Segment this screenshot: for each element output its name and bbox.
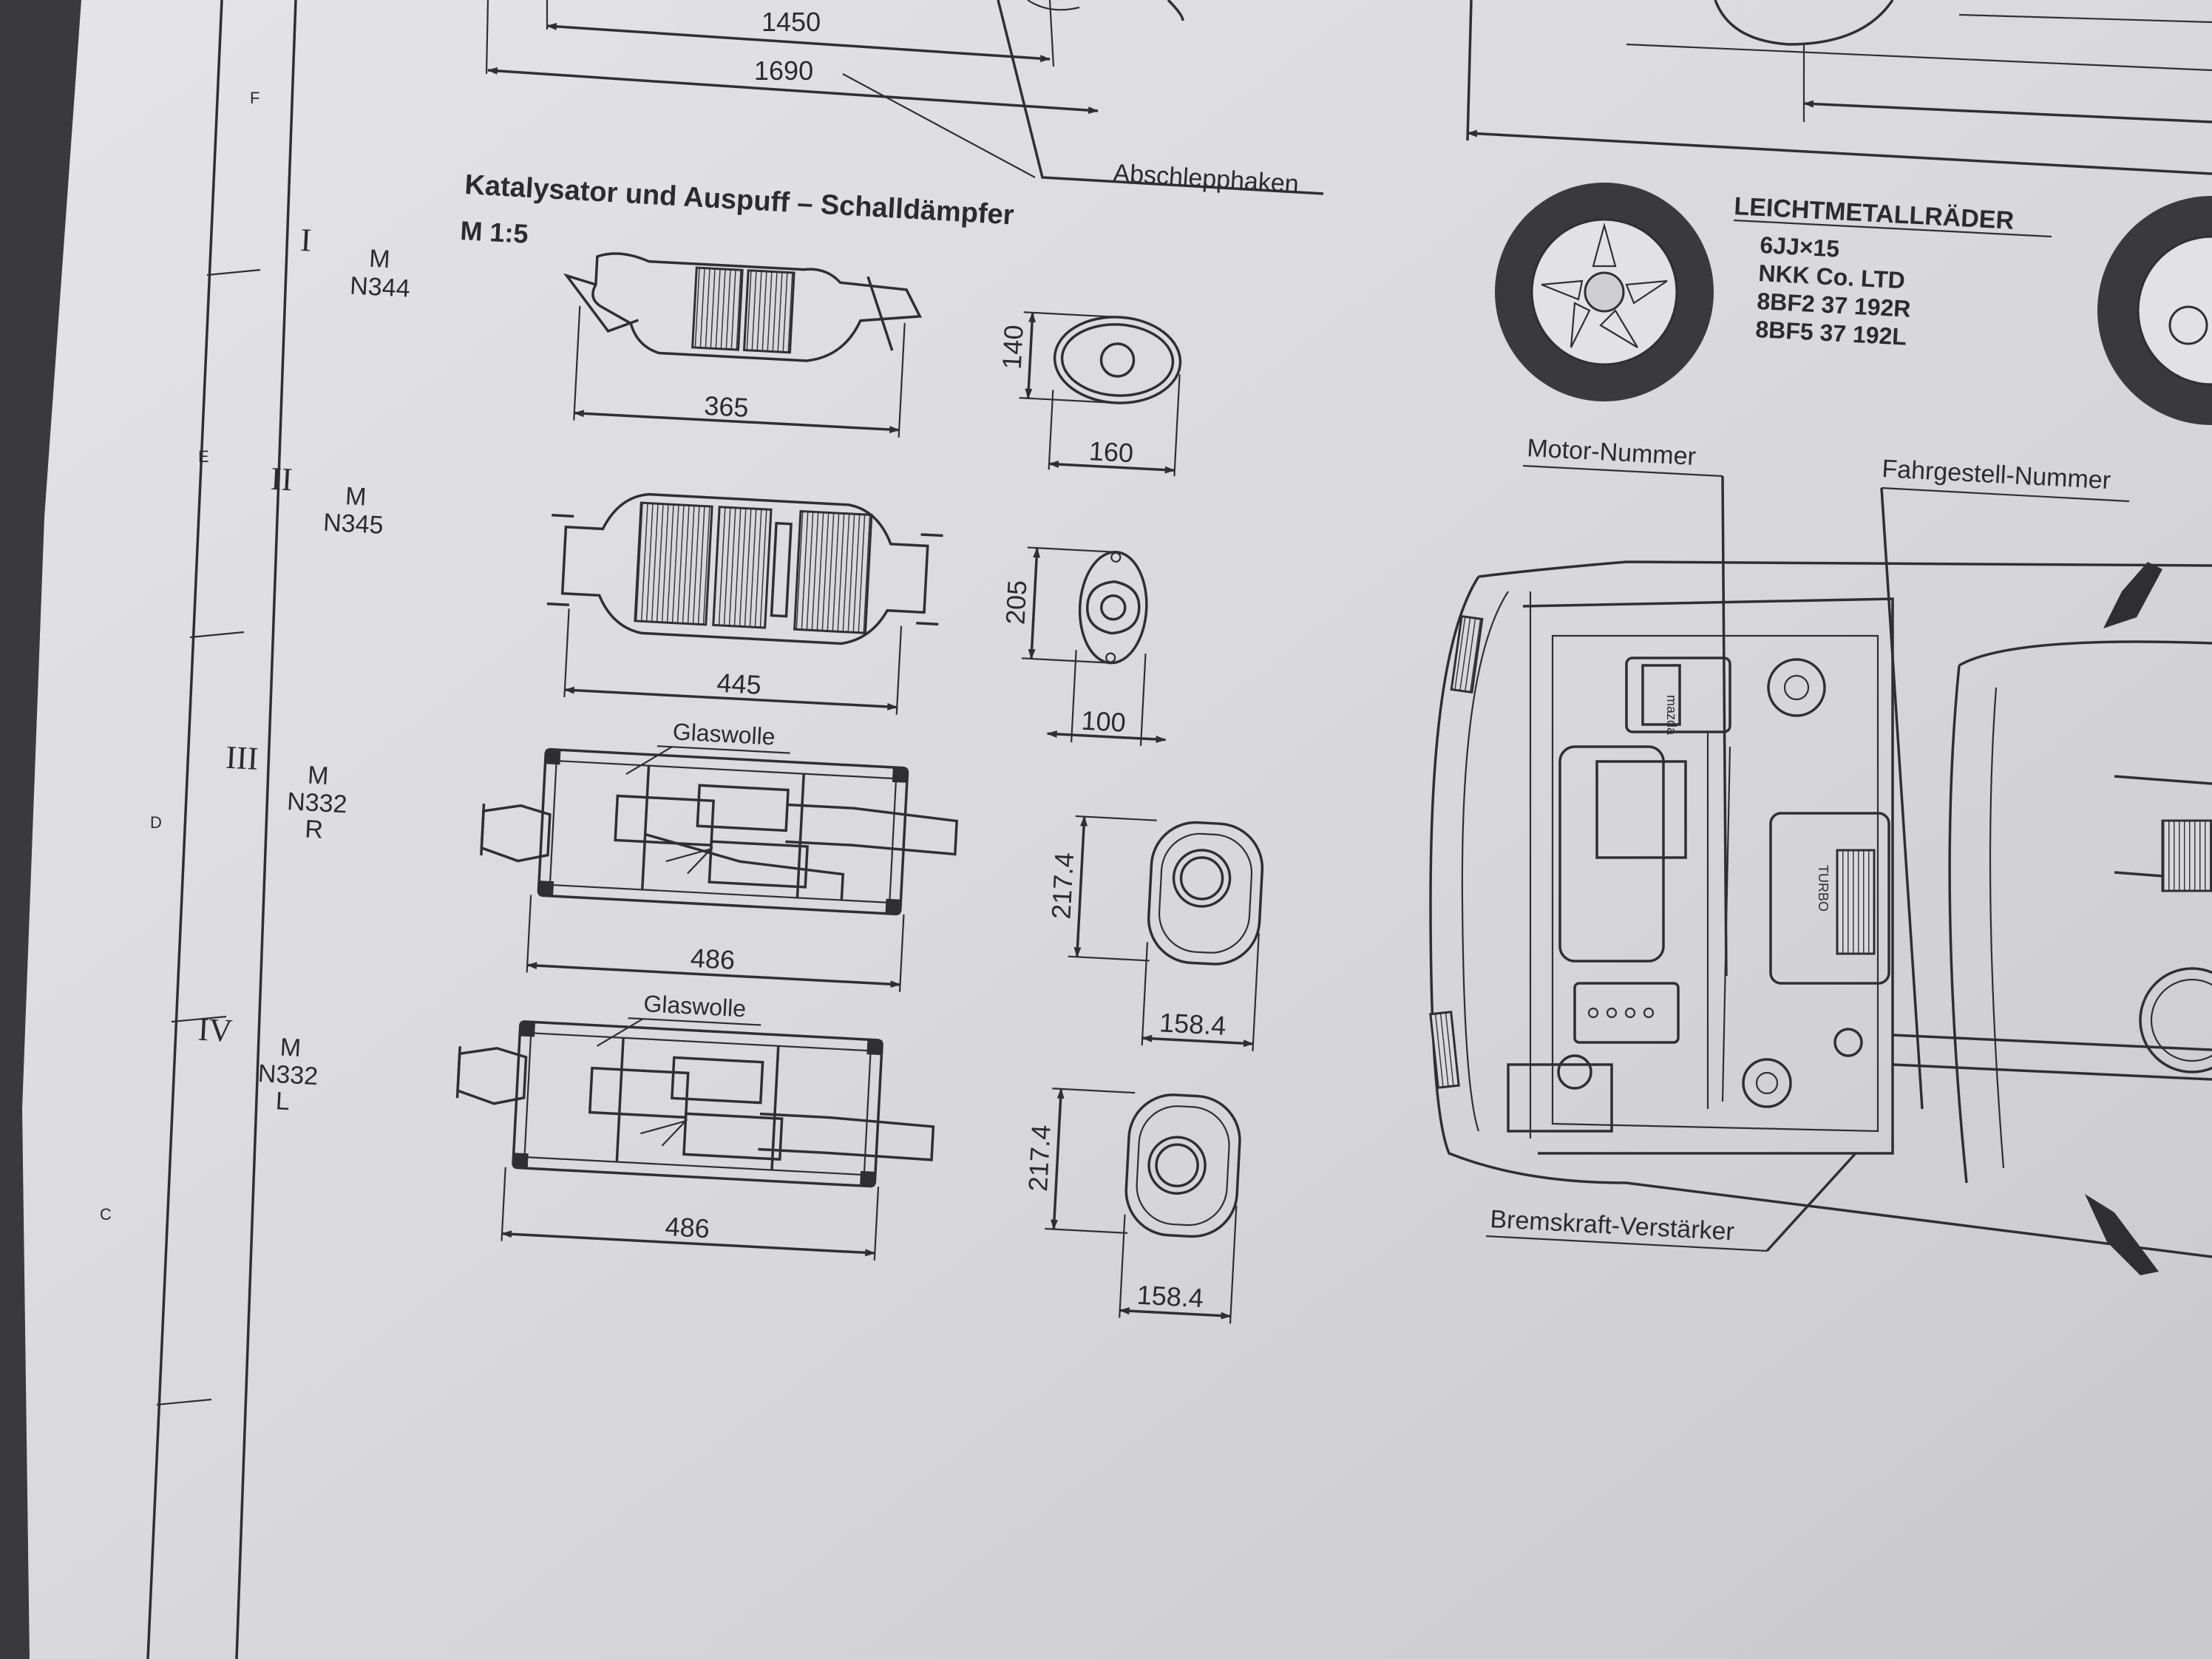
part-3: III M N332 R Glaswolle 486	[225, 718, 1264, 1051]
engine-mark-mazda: mazda	[1664, 695, 1679, 736]
part-3-roman: III	[225, 739, 259, 777]
part-3-glaswolle: Glaswolle	[672, 718, 776, 750]
part-4-code: N332	[257, 1059, 319, 1090]
part-4-roman: IV	[197, 1011, 234, 1049]
wheel-1-icon	[1495, 183, 1714, 401]
border-letter-d: D	[150, 813, 162, 832]
part-1-width: 160	[1088, 435, 1134, 468]
part-3-m: M	[307, 761, 329, 790]
catalyst-2-drawing	[546, 492, 943, 645]
part-4: IV M N332 L Glaswolle 486	[197, 990, 1241, 1324]
scale-label: M 1:5	[460, 215, 529, 249]
part-2-width: 100	[1081, 705, 1127, 738]
dim-1690: 1690	[754, 55, 813, 86]
wheel-2-icon	[2097, 196, 2212, 425]
part-4-height: 217.4	[1022, 1124, 1056, 1192]
border-letter-f: F	[250, 89, 259, 107]
part-2-length: 445	[716, 668, 762, 700]
part-2-code: N345	[322, 509, 384, 540]
part-1-roman: I	[299, 222, 312, 259]
part-1-code: N344	[349, 272, 410, 303]
part-1-m: M	[368, 245, 390, 274]
wheels-line-1: 6JJ×15	[1760, 231, 1840, 262]
part-3-height: 217.4	[1045, 852, 1079, 920]
part-2-m: M	[345, 482, 367, 511]
paper	[22, 0, 2212, 1659]
part-3-width: 158.4	[1158, 1007, 1227, 1041]
engine-mark-turbo: TURBO	[1816, 865, 1831, 912]
muffler-3-drawing	[480, 747, 959, 916]
catalyst-1-drawing	[563, 252, 922, 362]
part-4-m: M	[279, 1034, 302, 1062]
callouts: Motor-Nummer Fahrgestell-Nummer Bremskra…	[1485, 434, 2130, 1252]
border-letter-e: E	[198, 447, 209, 466]
part-1: I M N344 365 140 160	[299, 222, 1182, 477]
part-4-length: 486	[665, 1211, 710, 1244]
top-dimensions: 1450 1690 Abschlepphaken	[485, 0, 1324, 198]
part-1-height: 140	[997, 324, 1029, 370]
border-letter-c: C	[100, 1205, 112, 1224]
part-1-length: 365	[703, 390, 749, 423]
car-plan-view: mazda TURBO	[1429, 560, 2212, 1275]
part-3-length: 486	[690, 943, 736, 975]
side-view-fragment	[1466, 0, 2212, 175]
part-4-glaswolle: Glaswolle	[643, 990, 747, 1022]
part-4-side: L	[275, 1087, 291, 1116]
part-3-side: R	[304, 815, 324, 844]
part-3-code: N332	[286, 787, 347, 818]
muffler-4-drawing	[455, 1020, 935, 1188]
part-4-width: 158.4	[1136, 1280, 1204, 1314]
part-2-roman: II	[270, 461, 294, 498]
part-2-height: 205	[1000, 580, 1032, 625]
part-2: II M N345 445 205 100	[270, 461, 1167, 746]
dim-1450: 1450	[761, 7, 821, 37]
drawing-border: F E D C	[100, 0, 297, 1659]
